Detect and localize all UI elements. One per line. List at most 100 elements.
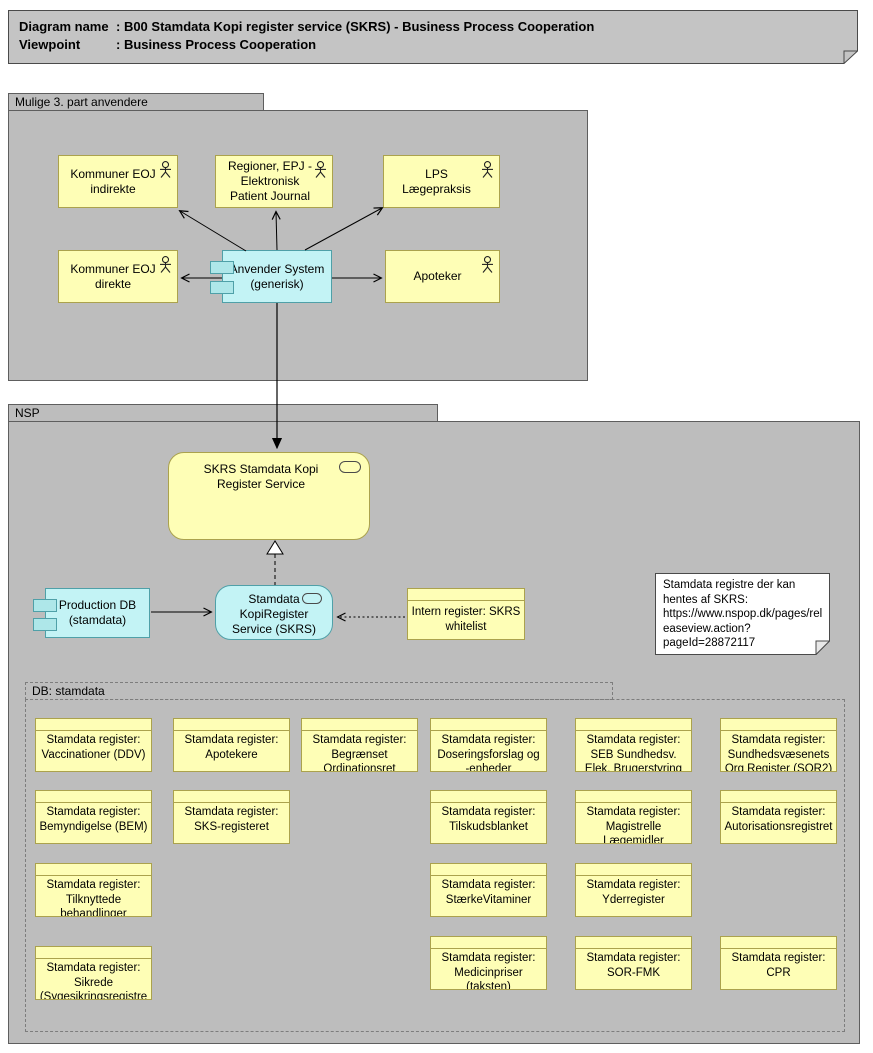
actor-label: LPS Lægepraksis xyxy=(402,166,471,196)
title-label-diagram-name: Diagram name xyxy=(19,19,109,34)
register-label: Stamdata register: Tilskudsblanket xyxy=(441,806,536,833)
stamdata-register-box: Stamdata register: SOR-FMK xyxy=(575,936,692,990)
stamdata-register-box: Stamdata register: Apotekere xyxy=(173,718,290,772)
actor-label: Kommuner EOJ indirekte xyxy=(70,166,156,196)
stamdata-register-box: Stamdata register: CPR xyxy=(720,936,837,990)
group-tab-third-party: Mulige 3. part anvendere xyxy=(8,93,264,111)
note-text: Stamdata registre der kan hentes af SKRS… xyxy=(663,579,823,649)
note-shape xyxy=(655,573,831,656)
register-label: Stamdata register: SEB Sundhedsv. Elek. … xyxy=(584,734,683,772)
register-label: Stamdata register: Sikrede (Sygesikrings… xyxy=(39,962,148,1000)
object-header-line xyxy=(576,948,691,949)
object-header-line xyxy=(431,730,546,731)
component-label: Anvender System (generisk) xyxy=(229,261,325,291)
register-label: Stamdata register: SKS-registeret xyxy=(184,806,279,833)
title-value-viewpoint: : Business Process Cooperation xyxy=(116,37,317,52)
actor-kommuner-eoj-direkte: Kommuner EOJ direkte xyxy=(58,250,178,303)
register-label: Stamdata register: Doseringsforslag og -… xyxy=(437,734,540,772)
register-label: Stamdata register: Tilknyttede behandlin… xyxy=(46,879,141,917)
title-value-diagram-name: : B00 Stamdata Kopi register service (SK… xyxy=(116,19,595,34)
object-header-line xyxy=(721,730,836,731)
actor-icon xyxy=(482,161,493,178)
object-header-line xyxy=(721,948,836,949)
object-header-line xyxy=(431,875,546,876)
service-icon xyxy=(339,461,361,473)
component-icon xyxy=(210,281,234,294)
actor-label: Kommuner EOJ direkte xyxy=(70,261,156,291)
object-intern-register-whitelist: Intern register: SKRS whitelist xyxy=(407,588,525,640)
actor-kommuner-eoj-indirekte: Kommuner EOJ indirekte xyxy=(58,155,178,208)
component-icon xyxy=(33,599,57,612)
actor-regioner-epj: Regioner, EPJ - Elektronisk Patient Jour… xyxy=(215,155,333,208)
object-header-line xyxy=(174,730,289,731)
component-icon xyxy=(210,261,234,274)
object-header-line xyxy=(431,948,546,949)
group-tab-db-stamdata: DB: stamdata xyxy=(25,682,613,700)
service-label: SKRS Stamdata Kopi Register Service xyxy=(203,462,319,491)
register-label: Stamdata register: Begrænset Ordinations… xyxy=(312,734,407,772)
object-header-line xyxy=(36,958,151,959)
stamdata-register-box: Stamdata register: StærkeVitaminer xyxy=(430,863,547,917)
component-anvender-system: Anvender System (generisk) xyxy=(222,250,332,303)
service-icon xyxy=(302,593,322,604)
diagram-title-text: Diagram name : B00 Stamdata Kopi registe… xyxy=(19,18,852,54)
stamdata-register-box: Stamdata register: SKS-registeret xyxy=(173,790,290,844)
stamdata-register-box: Stamdata register: Bemyndigelse (BEM) xyxy=(35,790,152,844)
register-label: Stamdata register: Yderregister xyxy=(586,879,681,906)
register-label: Stamdata register: StærkeVitaminer xyxy=(441,879,536,906)
component-icon xyxy=(33,618,57,631)
register-label: Stamdata register: Sundhedsvæsenets Org … xyxy=(724,734,833,772)
group-body-third-party xyxy=(8,110,588,381)
actor-icon xyxy=(315,161,326,178)
component-production-db: Production DB (stamdata) xyxy=(45,588,150,638)
stamdata-register-box: Stamdata register: Vaccinationer (DDV) xyxy=(35,718,152,772)
stamdata-register-box: Stamdata register: Magistrelle Lægemidle… xyxy=(575,790,692,844)
stamdata-register-box: Stamdata register: Yderregister xyxy=(575,863,692,917)
actor-icon xyxy=(482,256,493,273)
stamdata-register-box: Stamdata register: Begrænset Ordinations… xyxy=(301,718,418,772)
stamdata-register-box: Stamdata register: Sikrede (Sygesikrings… xyxy=(35,946,152,1000)
actor-icon xyxy=(160,161,171,178)
object-header-line xyxy=(431,802,546,803)
object-header-line xyxy=(576,730,691,731)
service-label: Stamdata KopiRegister Service (SKRS) xyxy=(231,592,317,636)
register-label: Stamdata register: SOR-FMK xyxy=(586,952,681,979)
title-note-shape xyxy=(8,10,858,64)
stamdata-register-box: Stamdata register: Doseringsforslag og -… xyxy=(430,718,547,772)
group-body-db-stamdata xyxy=(25,699,845,1032)
component-label: Production DB (stamdata) xyxy=(58,598,137,627)
actor-label: Apoteker xyxy=(413,269,462,283)
title-label-viewpoint: Viewpoint xyxy=(19,37,81,52)
service-stamdata-kopiregister: Stamdata KopiRegister Service (SKRS) xyxy=(215,585,333,640)
object-label: Intern register: SKRS whitelist xyxy=(411,606,521,633)
stamdata-register-box: Stamdata register: Autorisationsregistre… xyxy=(720,790,837,844)
object-header-line xyxy=(576,875,691,876)
object-header-line xyxy=(174,802,289,803)
object-header-line xyxy=(408,600,524,601)
actor-icon xyxy=(160,256,171,273)
object-header-line xyxy=(36,730,151,731)
stamdata-register-box: Stamdata register: Tilskudsblanket xyxy=(430,790,547,844)
register-label: Stamdata register: Medicinpriser (takste… xyxy=(441,952,536,990)
object-header-line xyxy=(721,802,836,803)
actor-label: Regioner, EPJ - Elektronisk Patient Jour… xyxy=(227,159,313,203)
register-label: Stamdata register: Autorisationsregistre… xyxy=(724,806,833,833)
register-label: Stamdata register: Apotekere xyxy=(184,734,279,761)
actor-apoteker: Apoteker xyxy=(385,250,500,303)
stamdata-register-box: Stamdata register: Tilknyttede behandlin… xyxy=(35,863,152,917)
stamdata-register-box: Stamdata register: SEB Sundhedsv. Elek. … xyxy=(575,718,692,772)
object-header-line xyxy=(302,730,417,731)
stamdata-register-box: Stamdata register: Sundhedsvæsenets Org … xyxy=(720,718,837,772)
annotation-note: Stamdata registre der kan hentes af SKRS… xyxy=(655,573,831,656)
group-tab-nsp: NSP xyxy=(8,404,438,422)
register-label: Stamdata register: CPR xyxy=(731,952,826,979)
service-skrs-stamdata-kopi-register: SKRS Stamdata Kopi Register Service xyxy=(168,452,370,540)
register-label: Stamdata register: Bemyndigelse (BEM) xyxy=(39,806,148,833)
stamdata-register-box: Stamdata register: Medicinpriser (takste… xyxy=(430,936,547,990)
diagram-title-note: Diagram name : B00 Stamdata Kopi registe… xyxy=(8,10,858,64)
register-label: Stamdata register: Magistrelle Lægemidle… xyxy=(586,806,681,844)
actor-lps-laegepraksis: LPS Lægepraksis xyxy=(383,155,500,208)
register-label: Stamdata register: Vaccinationer (DDV) xyxy=(41,734,146,761)
object-header-line xyxy=(576,802,691,803)
